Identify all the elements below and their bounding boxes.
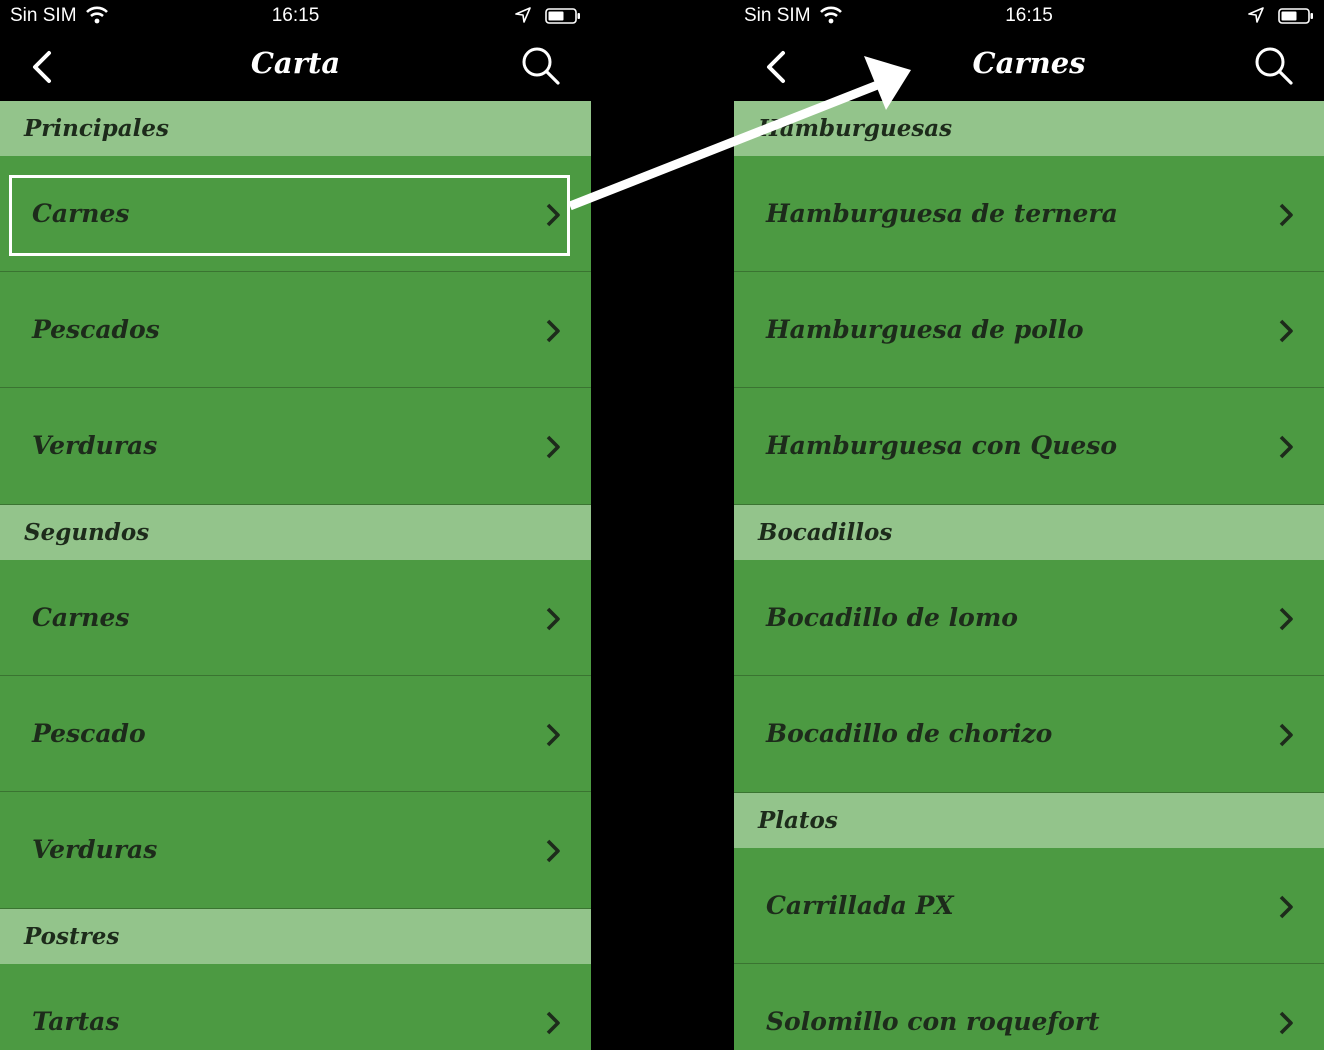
navigation-bar: Carta [0, 32, 591, 101]
list-item[interactable]: Carnes [0, 156, 591, 272]
phone-screen-carnes: Sin SIM 16:15 Carnes Hamburguesas Hambur… [734, 0, 1324, 1050]
chevron-right-icon [546, 723, 560, 747]
battery-icon [545, 8, 580, 24]
chevron-right-icon [1279, 723, 1293, 747]
location-arrow-icon [515, 7, 531, 23]
search-icon[interactable] [1254, 46, 1294, 86]
page-title: Carta [250, 46, 341, 80]
chevron-right-icon [546, 1011, 560, 1035]
list-item-label: Hamburguesa de pollo [766, 315, 1084, 344]
menu-list: Hamburguesas Hamburguesa de ternera Hamb… [734, 101, 1324, 1050]
list-item-label: Pescado [32, 719, 146, 748]
wifi-icon [820, 6, 842, 24]
location-arrow-icon [1248, 7, 1264, 23]
list-item[interactable]: Solomillo con roquefort [734, 964, 1324, 1050]
list-item-label: Bocadillo de chorizo [766, 719, 1053, 748]
section-header: Postres [0, 909, 591, 964]
carrier-label: Sin SIM [10, 5, 77, 26]
list-item[interactable]: Bocadillo de lomo [734, 560, 1324, 676]
chevron-right-icon [1279, 895, 1293, 919]
battery-icon [1278, 8, 1313, 24]
search-icon[interactable] [521, 46, 561, 86]
list-item[interactable]: Carrillada PX [734, 848, 1324, 964]
list-item[interactable]: Hamburguesa de pollo [734, 272, 1324, 388]
clock: 16:15 [1005, 5, 1053, 26]
chevron-right-icon [546, 435, 560, 459]
list-item-label: Verduras [32, 431, 158, 460]
list-item-label: Verduras [32, 835, 158, 864]
section-header: Segundos [0, 505, 591, 560]
list-item[interactable]: Tartas [0, 964, 591, 1050]
status-bar: Sin SIM 16:15 [734, 0, 1324, 32]
chevron-right-icon [546, 203, 560, 227]
back-chevron-icon[interactable] [28, 50, 58, 84]
list-item-label: Hamburguesa con Queso [766, 431, 1118, 460]
list-item-label: Hamburguesa de ternera [766, 199, 1118, 228]
wifi-icon [86, 6, 108, 24]
back-chevron-icon[interactable] [762, 50, 792, 84]
list-item-label: Carrillada PX [766, 891, 954, 920]
navigation-bar: Carnes [734, 32, 1324, 101]
list-item[interactable]: Pescado [0, 676, 591, 792]
clock: 16:15 [271, 5, 320, 26]
list-item[interactable]: Hamburguesa con Queso [734, 388, 1324, 505]
chevron-right-icon [1279, 435, 1293, 459]
section-header: Bocadillos [734, 505, 1324, 560]
chevron-right-icon [546, 839, 560, 863]
list-item-label: Tartas [32, 1007, 120, 1036]
chevron-right-icon [546, 607, 560, 631]
list-item-label: Bocadillo de lomo [766, 603, 1018, 632]
section-header: Principales [0, 101, 591, 156]
list-item-label: Carnes [32, 603, 130, 632]
carrier-label: Sin SIM [744, 5, 811, 26]
chevron-right-icon [1279, 607, 1293, 631]
section-header: Hamburguesas [734, 101, 1324, 156]
list-item[interactable]: Pescados [0, 272, 591, 388]
list-item[interactable]: Hamburguesa de ternera [734, 156, 1324, 272]
menu-list: Principales Carnes Pescados Verduras Seg… [0, 101, 591, 1050]
list-item[interactable]: Verduras [0, 388, 591, 505]
status-bar: Sin SIM 16:15 [0, 0, 591, 32]
list-item-label: Pescados [32, 315, 160, 344]
chevron-right-icon [1279, 319, 1293, 343]
list-item[interactable]: Verduras [0, 792, 591, 909]
list-item-label: Carnes [32, 199, 130, 228]
chevron-right-icon [1279, 203, 1293, 227]
section-header: Platos [734, 793, 1324, 848]
phone-screen-carta: Sin SIM 16:15 Carta Principales Carnes P… [0, 0, 591, 1050]
page-title: Carnes [972, 46, 1086, 80]
list-item[interactable]: Bocadillo de chorizo [734, 676, 1324, 793]
chevron-right-icon [546, 319, 560, 343]
list-item-label: Solomillo con roquefort [766, 1007, 1100, 1036]
list-item[interactable]: Carnes [0, 560, 591, 676]
chevron-right-icon [1279, 1011, 1293, 1035]
